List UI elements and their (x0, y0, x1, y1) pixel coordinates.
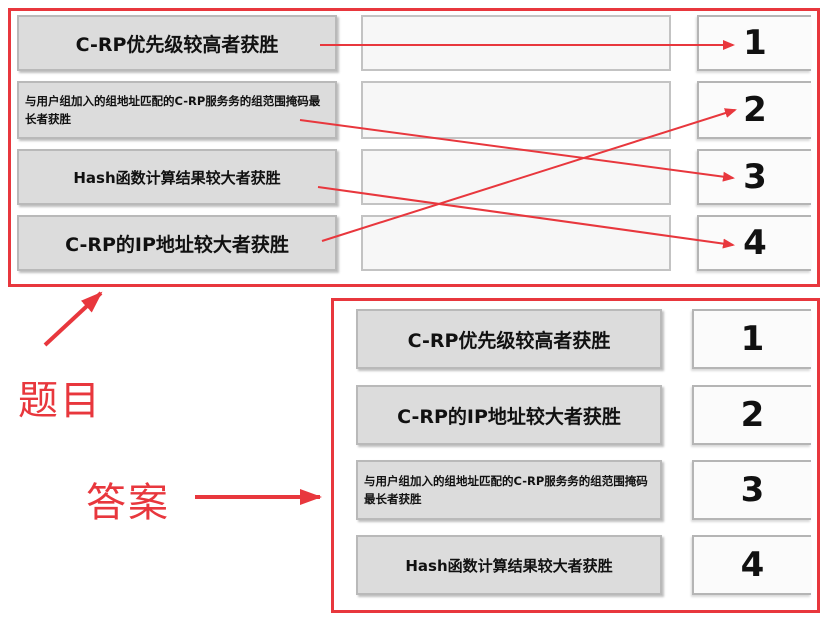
answer-number-3: 3 (692, 460, 811, 520)
answer-number-4-text: 4 (740, 545, 765, 585)
question-item-3-label: Hash函数计算结果较大者获胜 (73, 168, 281, 187)
question-number-2: 2 (697, 81, 811, 139)
answer-number-3-text: 3 (740, 470, 765, 510)
answer-item-3: 与用户组加入的组地址匹配的C-RP服务务的组范围掩码最长者获胜 (356, 460, 662, 520)
answer-slot-1[interactable] (361, 15, 671, 71)
answer-item-2: C-RP的IP地址较大者获胜 (356, 385, 662, 445)
answer-slot-3[interactable] (361, 149, 671, 205)
arrow-item2-to-3 (299, 119, 735, 182)
answer-number-2-text: 2 (740, 395, 765, 435)
question-label: 题目 (18, 378, 102, 424)
question-item-4[interactable]: C-RP的IP地址较大者获胜 (17, 215, 337, 271)
question-item-2[interactable]: 与用户组加入的组地址匹配的C-RP服务务的组范围掩码最长者获胜 (17, 81, 337, 139)
question-item-1-label: C-RP优先级较高者获胜 (75, 33, 279, 56)
question-number-3-text: 3 (743, 157, 767, 197)
question-item-2-label: 与用户组加入的组地址匹配的C-RP服务务的组范围掩码最长者获胜 (25, 94, 321, 126)
question-item-1[interactable]: C-RP优先级较高者获胜 (17, 15, 337, 71)
answer-number-2: 2 (692, 385, 811, 445)
arrow-item3-to-4 (317, 186, 735, 249)
answer-item-4: Hash函数计算结果较大者获胜 (356, 535, 662, 595)
answer-slot-2[interactable] (361, 81, 671, 139)
question-number-1-text: 1 (743, 23, 767, 63)
answer-number-4: 4 (692, 535, 811, 595)
question-number-1: 1 (697, 15, 811, 71)
arrow-label-to-frame (43, 291, 103, 347)
arrow-item4-to-2 (321, 108, 737, 242)
answer-label: 答案 (86, 480, 170, 526)
question-number-2-text: 2 (743, 90, 767, 130)
answer-slot-4[interactable] (361, 215, 671, 271)
answer-item-3-label: 与用户组加入的组地址匹配的C-RP服务务的组范围掩码最长者获胜 (364, 474, 648, 506)
answer-item-1-label: C-RP优先级较高者获胜 (407, 329, 611, 352)
answer-item-4-label: Hash函数计算结果较大者获胜 (405, 556, 613, 575)
question-number-4-text: 4 (743, 223, 767, 263)
question-item-3[interactable]: Hash函数计算结果较大者获胜 (17, 149, 337, 205)
answer-item-2-label: C-RP的IP地址较大者获胜 (397, 405, 621, 428)
answer-item-1: C-RP优先级较高者获胜 (356, 309, 662, 369)
answer-number-1-text: 1 (740, 319, 765, 359)
question-item-4-label: C-RP的IP地址较大者获胜 (65, 233, 289, 256)
question-number-3: 3 (697, 149, 811, 205)
answer-number-1: 1 (692, 309, 811, 369)
